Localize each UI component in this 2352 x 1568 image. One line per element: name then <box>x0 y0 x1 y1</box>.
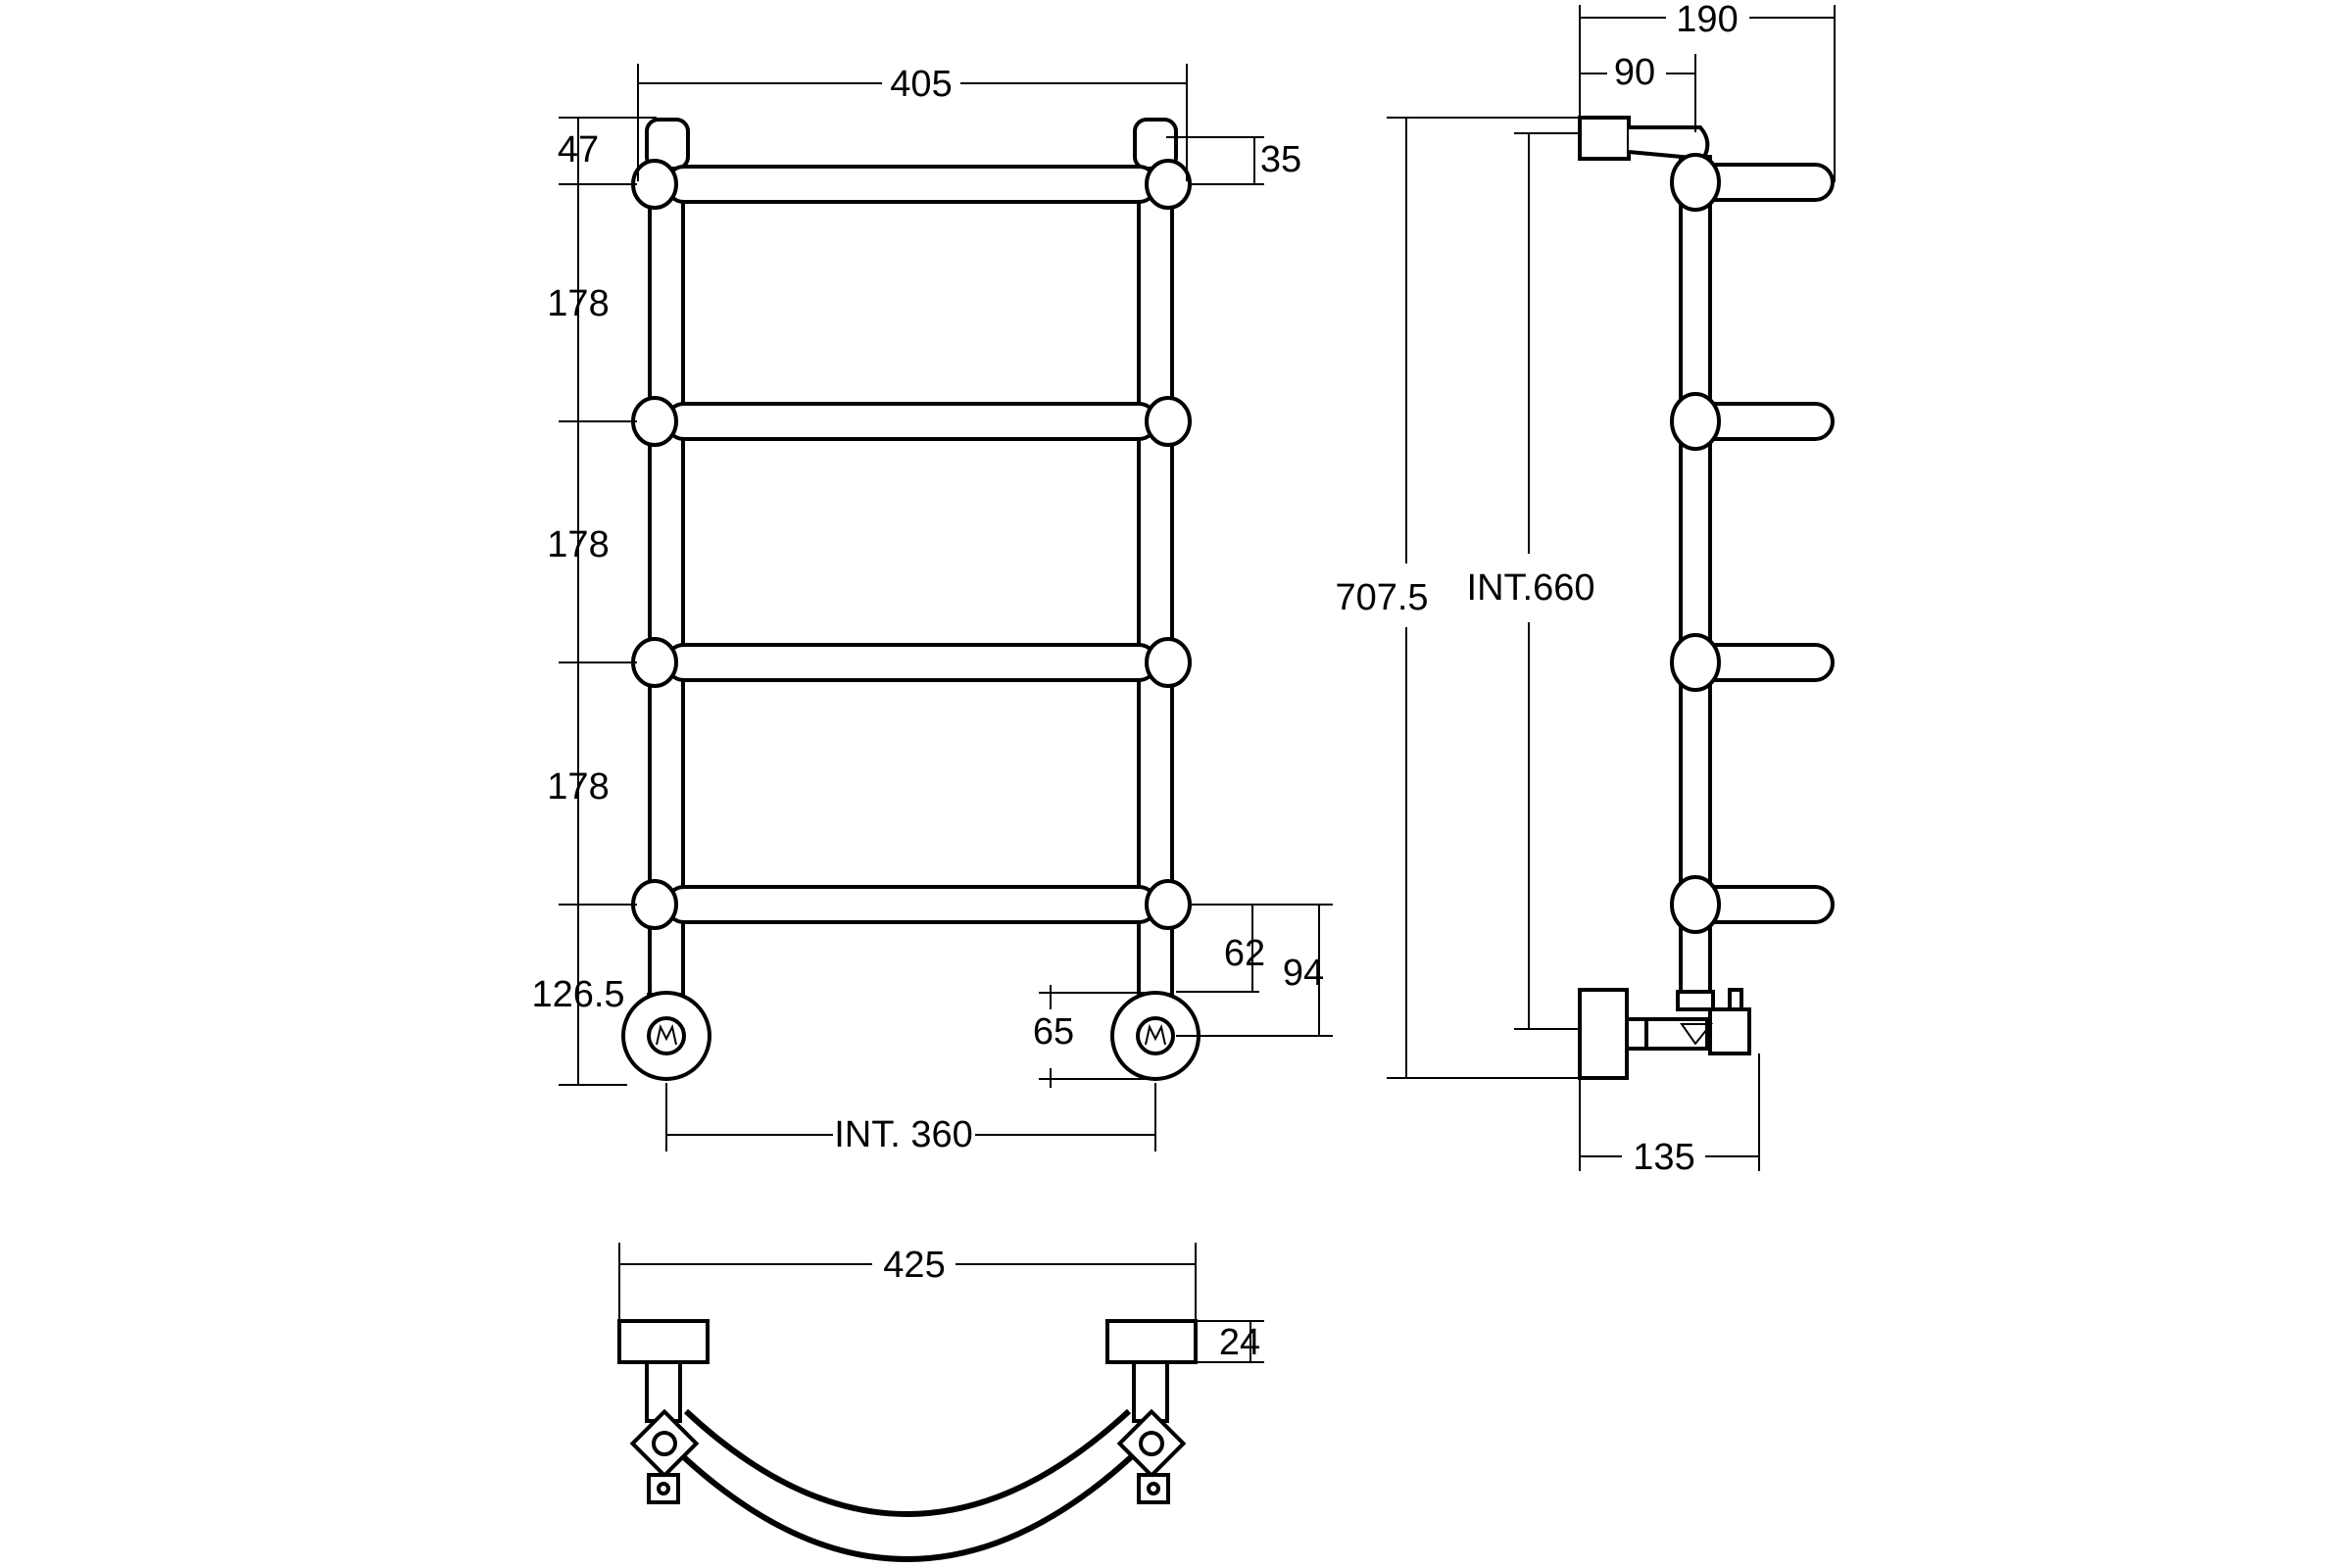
joint <box>631 637 678 688</box>
side-view: 190 90 707.5 INT.660 <box>1335 0 1836 1178</box>
dim-cap-height <box>1166 136 1264 185</box>
rail <box>664 885 1158 924</box>
dim-top-width <box>618 1243 1197 1321</box>
joint <box>1145 159 1192 210</box>
side-joint <box>1670 875 1721 934</box>
dim-flange-thickness <box>1196 1320 1264 1363</box>
front-valve-drop-label: 62 <box>1224 933 1265 974</box>
dim-interior-width <box>665 1083 1156 1152</box>
dim-valve-heights <box>1176 904 1333 1037</box>
top-view: 425 24 <box>617 1243 1264 1562</box>
top-width-label: 425 <box>883 1245 945 1286</box>
joint <box>1145 879 1192 930</box>
rail-spacing-label: 178 <box>547 524 609 565</box>
dim-valve-projection <box>1579 1054 1760 1171</box>
right-flange <box>1105 1319 1198 1364</box>
front-view: 405 47 178 178 178 126.5 35 <box>531 64 1333 1155</box>
front-valve-diameter-label: 65 <box>1033 1011 1074 1053</box>
rail-spacing-label: 178 <box>547 766 609 808</box>
side-depth-label: 190 <box>1676 0 1738 40</box>
joint <box>1145 396 1192 447</box>
side-valve <box>1578 988 1751 1080</box>
front-overall-width-label: 405 <box>890 64 952 105</box>
joint <box>631 879 678 930</box>
front-top-offset-label: 47 <box>558 129 599 171</box>
side-pole <box>1679 155 1712 997</box>
rail-spacing-label: 178 <box>547 283 609 324</box>
joint <box>631 159 678 210</box>
front-valve-center-label: 94 <box>1283 953 1324 994</box>
joint <box>631 396 678 447</box>
front-bottom-offset-label: 126.5 <box>531 974 624 1015</box>
side-joint <box>1670 153 1721 212</box>
dim-side-interior <box>1514 132 1580 1030</box>
side-joint <box>1670 392 1721 451</box>
side-valve-projection-label: 135 <box>1633 1137 1694 1178</box>
dim-side-depth <box>1579 5 1836 182</box>
left-flange <box>617 1319 710 1364</box>
top-flange-thickness-label: 24 <box>1219 1322 1260 1363</box>
rail <box>664 165 1158 204</box>
side-rails <box>1670 153 1835 934</box>
side-height-label: 707.5 <box>1335 577 1428 618</box>
front-interior-width-label: INT. 360 <box>834 1114 973 1155</box>
dim-side-height <box>1387 117 1580 1079</box>
front-cap-height-label: 35 <box>1260 139 1301 180</box>
side-bracket-depth-label: 90 <box>1614 52 1655 93</box>
side-top-bracket <box>1578 116 1631 161</box>
dim-valve-diameter <box>1039 985 1156 1088</box>
left-valve <box>621 991 711 1081</box>
dim-overall-width <box>637 64 1188 181</box>
dim-left-chain <box>559 117 657 1086</box>
rails <box>631 159 1192 930</box>
side-joint <box>1670 633 1721 692</box>
rail <box>664 643 1158 682</box>
joint <box>1145 637 1192 688</box>
rail <box>664 402 1158 441</box>
dim-bracket-depth <box>1580 54 1696 132</box>
side-interior-label: INT.660 <box>1467 567 1595 609</box>
